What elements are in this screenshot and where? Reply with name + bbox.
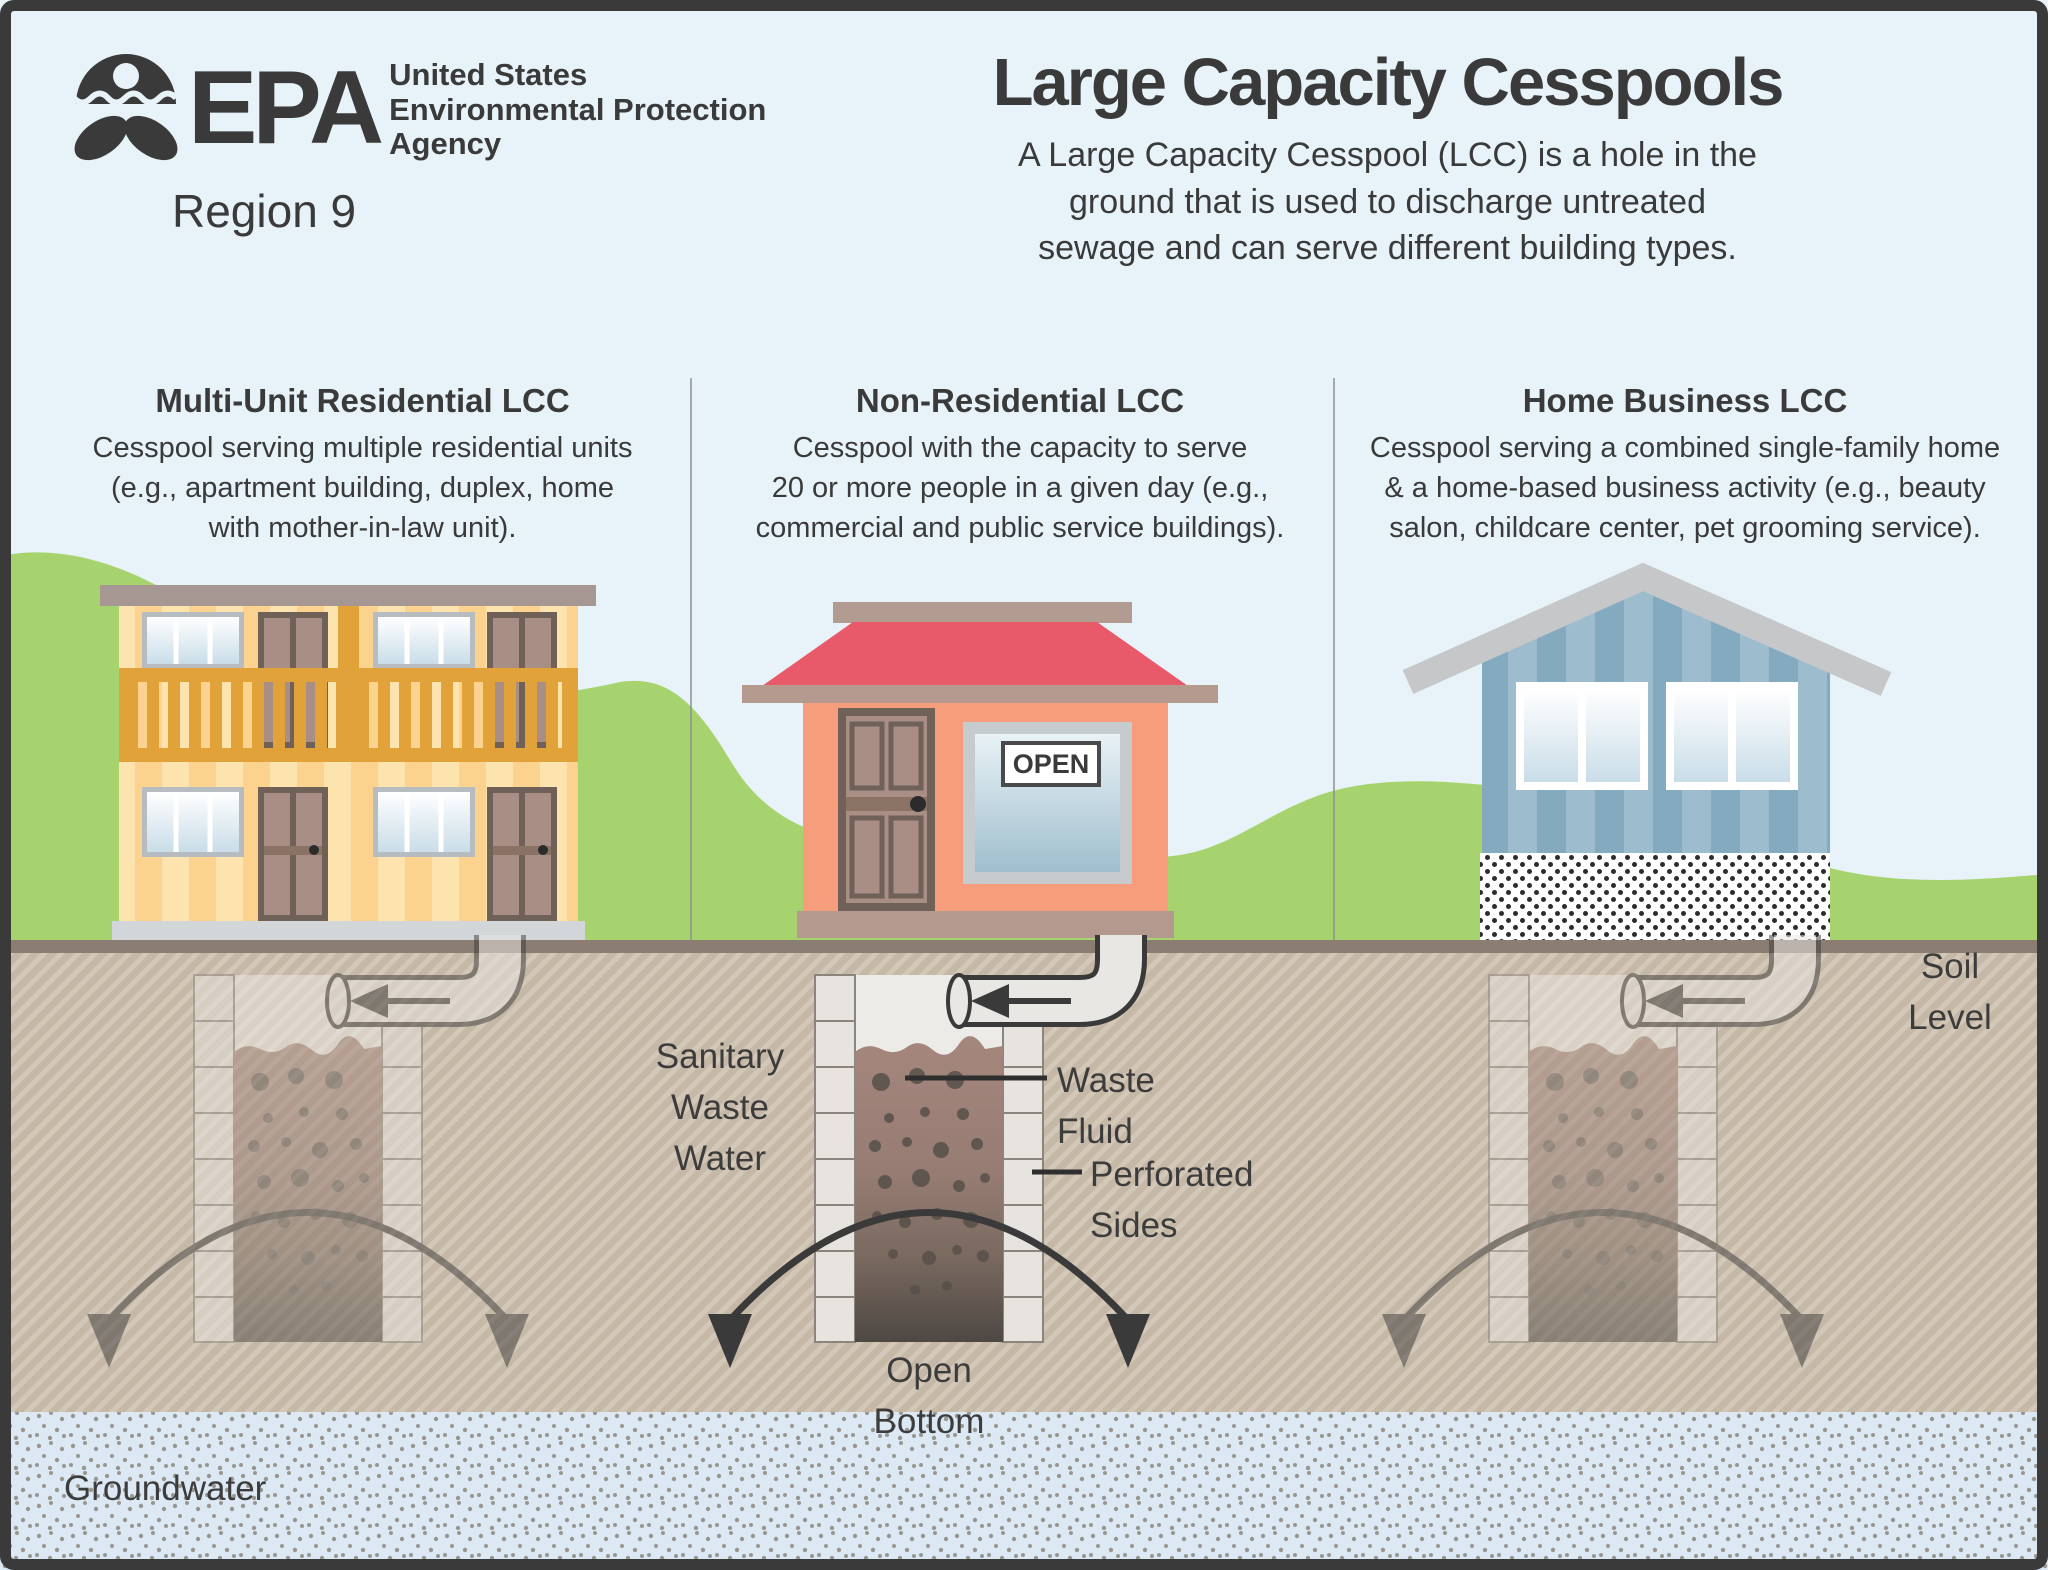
label-open-bottom: Open Bottom xyxy=(873,1351,985,1441)
shop-building xyxy=(742,602,1218,938)
column-description: Cesspool with the capacity to serve 20 o… xyxy=(755,432,1285,545)
label-waste-fluid: Waste Fluid xyxy=(1057,1061,1155,1151)
column-heading: Home Business LCC xyxy=(1522,382,1848,419)
epa-header: EPA United States Environmental Protecti… xyxy=(70,50,766,166)
title-block: Large Capacity Cesspools A Large Capacit… xyxy=(920,45,1855,271)
column-description: Cesspool serving multiple residential un… xyxy=(92,432,633,545)
epa-flower-icon xyxy=(71,54,179,161)
label-sanitary-waste-water: Sanitary Waste Water xyxy=(655,1037,785,1178)
open-sign: OPEN xyxy=(1001,741,1101,787)
agency-name: United States Environmental Protection A… xyxy=(389,56,767,162)
page-subtitle: A Large Capacity Cesspool (LCC) is a hol… xyxy=(1018,136,1757,267)
column-heading: Multi-Unit Residential LCC xyxy=(155,382,570,419)
label-perforated-sides: Perforated Sides xyxy=(1090,1155,1254,1245)
multi-unit-building xyxy=(100,585,596,941)
column-non-residential: Non-Residential LCC Cesspool with the ca… xyxy=(695,382,1345,548)
column-heading: Non-Residential LCC xyxy=(855,382,1185,419)
column-home-business: Home Business LCC Cesspool serving a com… xyxy=(1345,382,2025,548)
epa-wordmark: EPA xyxy=(188,50,384,166)
label-leader-lines xyxy=(905,1075,1082,1175)
column-divider-right xyxy=(1333,378,1335,940)
home-business-building xyxy=(1402,562,1892,941)
column-multi-unit: Multi-Unit Residential LCC Cesspool serv… xyxy=(55,382,670,548)
region-label: Region 9 xyxy=(172,185,357,237)
lattice-skirt xyxy=(1480,853,1830,941)
column-divider-left xyxy=(690,378,692,940)
column-description: Cesspool serving a combined single-famil… xyxy=(1369,432,2001,545)
page-title: Large Capacity Cesspools xyxy=(992,45,1785,120)
soil-surface-line xyxy=(0,940,2048,953)
label-groundwater: Groundwater xyxy=(64,1469,267,1508)
label-soil-level: Soil Level xyxy=(1908,947,1992,1037)
